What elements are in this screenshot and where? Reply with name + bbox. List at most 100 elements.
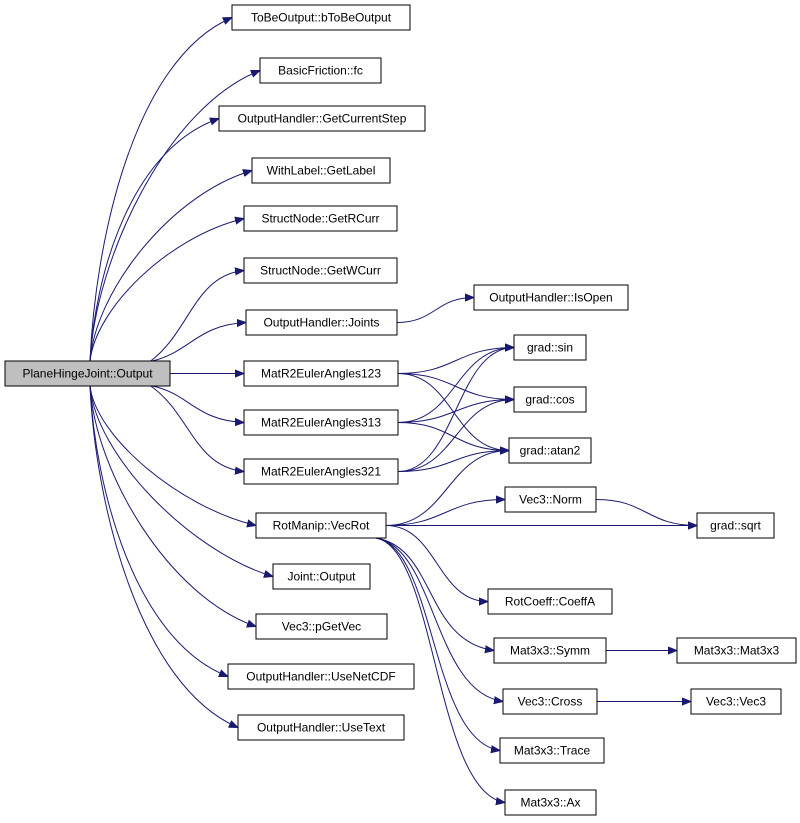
node-box[interactable] bbox=[237, 714, 405, 741]
node-box[interactable] bbox=[690, 688, 782, 715]
node-label: OutputHandler::UseNetCDF bbox=[246, 670, 395, 684]
node-label: MatR2EulerAngles123 bbox=[261, 367, 381, 381]
node-label: Mat3x3::Ax bbox=[520, 796, 580, 810]
graph-node[interactable]: MatR2EulerAngles321 bbox=[243, 458, 399, 485]
edge-n16-to-n19 bbox=[385, 525, 488, 602]
graph-node[interactable]: MatR2EulerAngles313 bbox=[243, 409, 399, 436]
node-label: Joint::Output bbox=[287, 570, 356, 584]
graph-node[interactable]: MatR2EulerAngles123 bbox=[243, 360, 399, 387]
graph-node[interactable]: StructNode::GetWCurr bbox=[243, 257, 398, 284]
graph-node[interactable]: grad::sin bbox=[513, 334, 587, 361]
node-label: Vec3::Cross bbox=[518, 695, 583, 709]
node-box[interactable] bbox=[504, 789, 597, 816]
node-label: Vec3::Norm bbox=[519, 493, 582, 507]
graph-node[interactable]: Mat3x3::Mat3x3 bbox=[676, 637, 797, 664]
graph-node[interactable]: StructNode::GetRCurr bbox=[243, 205, 398, 232]
edge-root-to-n4 bbox=[89, 171, 252, 362]
node-box[interactable] bbox=[4, 360, 171, 387]
node-box[interactable] bbox=[676, 637, 797, 664]
edge-n16-to-n21 bbox=[375, 537, 494, 651]
edge-root-to-n16 bbox=[89, 385, 256, 526]
graph-node[interactable]: Mat3x3::Trace bbox=[499, 737, 605, 764]
graph-node[interactable]: WithLabel::GetLabel bbox=[251, 157, 391, 184]
nodes-layer: PlaneHingeJoint::Output ToBeOutput::bToBe… bbox=[4, 4, 797, 816]
graph-node[interactable]: grad::atan2 bbox=[508, 437, 592, 464]
node-box[interactable] bbox=[231, 4, 411, 31]
node-box[interactable] bbox=[243, 409, 399, 436]
edge-n7-to-n8 bbox=[396, 298, 474, 323]
edge-root-to-n14 bbox=[149, 385, 244, 472]
node-box[interactable] bbox=[473, 284, 629, 311]
node-label: Vec3::pGetVec bbox=[282, 620, 361, 634]
graph-node[interactable]: Vec3::Norm bbox=[504, 486, 597, 513]
node-box[interactable] bbox=[259, 57, 382, 84]
node-box[interactable] bbox=[255, 613, 388, 640]
node-label: RotCoeff::CoeffA bbox=[505, 595, 595, 609]
edge-n16-to-n27 bbox=[375, 537, 500, 751]
node-box[interactable] bbox=[502, 688, 598, 715]
node-box[interactable] bbox=[272, 563, 371, 590]
node-box[interactable] bbox=[696, 512, 775, 539]
edges-layer bbox=[89, 18, 697, 803]
node-box[interactable] bbox=[513, 386, 587, 413]
node-label: Vec3::Vec3 bbox=[706, 695, 766, 709]
graph-node[interactable]: RotManip::VecRot bbox=[255, 512, 387, 539]
graph-node[interactable]: OutputHandler::Joints bbox=[245, 309, 398, 336]
node-label: StructNode::GetWCurr bbox=[260, 264, 381, 278]
node-box[interactable] bbox=[243, 257, 398, 284]
graph-node[interactable]: Mat3x3::Symm bbox=[493, 637, 607, 664]
node-box[interactable] bbox=[255, 512, 387, 539]
edge-root-to-n20 bbox=[89, 385, 256, 627]
graph-node[interactable]: Vec3::Cross bbox=[502, 688, 598, 715]
node-box[interactable] bbox=[218, 105, 426, 132]
graph-node[interactable]: OutputHandler::UseText bbox=[237, 714, 405, 741]
edge-root-to-n12 bbox=[149, 385, 244, 423]
node-label: OutputHandler::Joints bbox=[263, 316, 379, 330]
edge-n9-to-n10 bbox=[397, 348, 514, 374]
node-box[interactable] bbox=[251, 157, 391, 184]
node-box[interactable] bbox=[243, 205, 398, 232]
graph-node[interactable]: Joint::Output bbox=[272, 563, 371, 590]
node-box[interactable] bbox=[499, 737, 605, 764]
edge-n15-to-n17 bbox=[595, 499, 697, 526]
node-box[interactable] bbox=[504, 486, 597, 513]
edge-n12-to-n11 bbox=[397, 400, 514, 423]
graph-node[interactable]: RotCoeff::CoeffA bbox=[487, 588, 613, 615]
edge-root-to-n26 bbox=[89, 385, 238, 728]
edge-n16-to-n15 bbox=[385, 500, 505, 526]
graph-node[interactable]: grad::sqrt bbox=[696, 512, 775, 539]
graph-node[interactable]: ToBeOutput::bToBeOutput bbox=[231, 4, 411, 31]
graph-node[interactable]: BasicFriction::fc bbox=[259, 57, 382, 84]
edge-root-to-n6 bbox=[149, 271, 244, 362]
node-box[interactable] bbox=[227, 663, 415, 690]
node-label: RotManip::VecRot bbox=[273, 519, 370, 533]
edge-root-to-n18 bbox=[89, 385, 273, 577]
edge-n16-to-n24 bbox=[375, 537, 503, 702]
node-box[interactable] bbox=[243, 458, 399, 485]
node-box[interactable] bbox=[243, 360, 399, 387]
node-box[interactable] bbox=[508, 437, 592, 464]
graph-node[interactable]: Vec3::pGetVec bbox=[255, 613, 388, 640]
edge-root-to-n3 bbox=[89, 119, 219, 362]
node-box[interactable] bbox=[245, 309, 398, 336]
node-box[interactable] bbox=[513, 334, 587, 361]
edge-n9-to-n11 bbox=[397, 373, 514, 400]
edge-root-to-n23 bbox=[89, 385, 228, 677]
graph-node[interactable]: OutputHandler::UseNetCDF bbox=[227, 663, 415, 690]
node-label: grad::sin bbox=[527, 341, 573, 355]
edge-n14-to-n10 bbox=[397, 348, 514, 472]
node-box[interactable] bbox=[487, 588, 613, 615]
node-label: MatR2EulerAngles321 bbox=[261, 465, 381, 479]
graph-node[interactable]: OutputHandler::IsOpen bbox=[473, 284, 629, 311]
node-label: Mat3x3::Trace bbox=[514, 744, 591, 758]
node-label: grad::atan2 bbox=[520, 444, 581, 458]
graph-node[interactable]: Vec3::Vec3 bbox=[690, 688, 782, 715]
node-box[interactable] bbox=[493, 637, 607, 664]
graph-node[interactable]: OutputHandler::GetCurrentStep bbox=[218, 105, 426, 132]
node-label: OutputHandler::GetCurrentStep bbox=[238, 112, 407, 126]
graph-node[interactable]: grad::cos bbox=[513, 386, 587, 413]
root-node[interactable]: PlaneHingeJoint::Output bbox=[4, 360, 171, 387]
graph-node[interactable]: Mat3x3::Ax bbox=[504, 789, 597, 816]
node-label: grad::cos bbox=[525, 393, 574, 407]
